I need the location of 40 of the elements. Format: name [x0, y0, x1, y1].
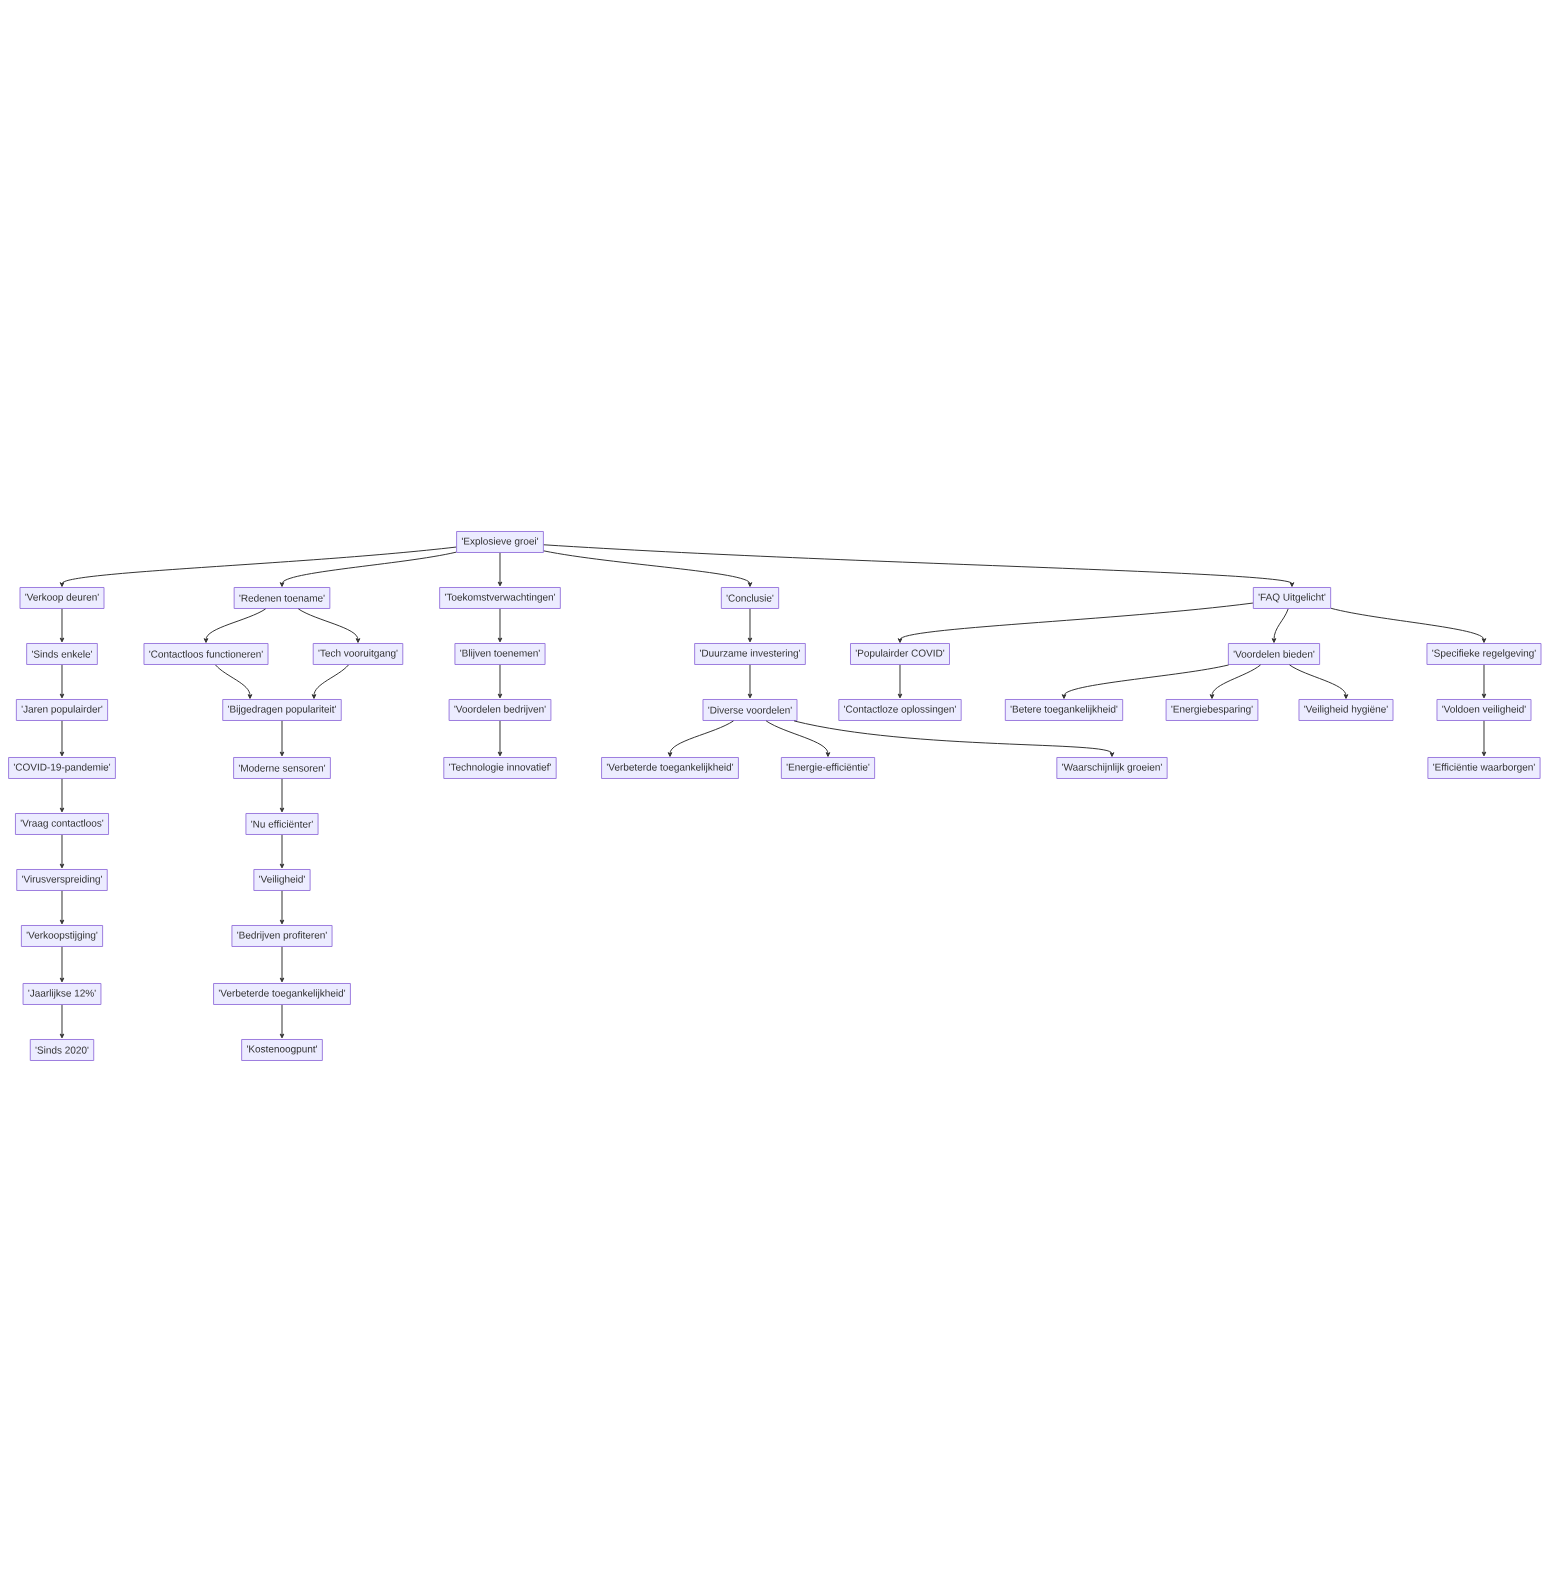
arrow	[1481, 664, 1487, 699]
arrow	[793, 720, 1115, 757]
arrow	[279, 778, 285, 813]
arrow	[497, 664, 503, 699]
arrow	[279, 1004, 285, 1039]
arrow	[59, 778, 65, 813]
arrow	[1289, 664, 1349, 699]
arrow	[311, 664, 349, 699]
arrow	[747, 608, 753, 643]
arrow	[215, 664, 253, 699]
arrow	[279, 834, 285, 869]
arrow	[497, 552, 503, 587]
arrow	[543, 550, 753, 587]
arrow	[1330, 607, 1487, 643]
arrow	[497, 720, 503, 757]
arrow	[765, 720, 831, 757]
arrow	[203, 608, 267, 643]
arrow	[59, 546, 457, 587]
arrow	[897, 664, 903, 699]
arrow	[1061, 664, 1230, 699]
arrow	[1481, 720, 1487, 757]
arrow	[297, 608, 361, 643]
arrow	[59, 1004, 65, 1039]
arrow	[667, 720, 734, 757]
arrow	[59, 946, 65, 983]
arrow	[1271, 608, 1289, 643]
arrow	[59, 890, 65, 925]
arrow	[279, 551, 457, 587]
arrow	[279, 946, 285, 983]
arrow	[497, 608, 503, 643]
arrow	[543, 544, 1295, 587]
arrow	[897, 602, 1254, 643]
arrow	[279, 720, 285, 757]
arrow	[747, 664, 753, 699]
arrow	[1209, 664, 1262, 699]
arrow	[59, 664, 65, 699]
arrow	[279, 890, 285, 925]
arrow	[59, 834, 65, 869]
arrow	[59, 608, 65, 643]
arrow	[59, 720, 65, 757]
